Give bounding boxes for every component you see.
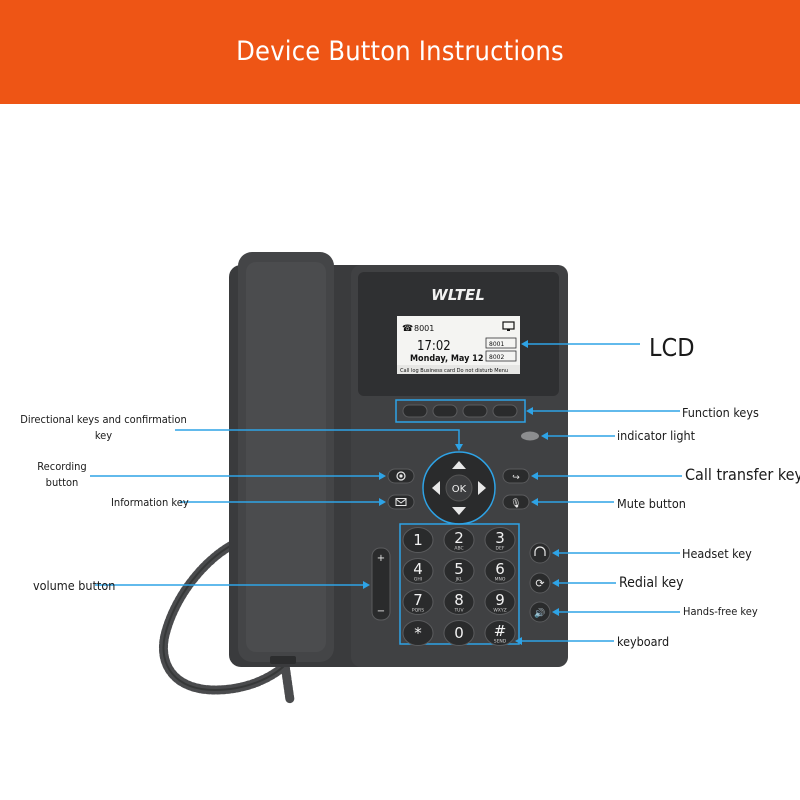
- arrow-up-icon: [452, 461, 466, 469]
- label-hands-free-key: Hands-free key: [683, 605, 758, 618]
- arrow-down-icon: [452, 507, 466, 515]
- label-keyboard: keyboard: [617, 634, 670, 649]
- keypad-digit: 5: [454, 560, 464, 578]
- keypad-digit: *: [414, 624, 422, 642]
- label-information-key: Information key: [111, 496, 189, 509]
- label-mute-button: Mute button: [617, 496, 686, 511]
- label-indicator-light: indicator light: [617, 428, 695, 443]
- label-call-transfer-key: Call transfer key: [685, 465, 800, 484]
- lcd-extension: 8001: [414, 324, 434, 333]
- lcd-softkey-labels: Call log Business card Do not disturb Me…: [400, 368, 508, 374]
- keypad-key-0[interactable]: 0: [443, 620, 475, 646]
- indicator-light: [521, 431, 539, 441]
- keypad-letters: WXYZ: [493, 608, 506, 614]
- redial-icon: ⟳: [535, 577, 544, 590]
- speaker-icon: 🔊: [534, 607, 545, 619]
- keypad-digit: 6: [495, 560, 505, 578]
- lcd-line-2: 8002: [489, 354, 504, 361]
- message-icon: [395, 498, 407, 506]
- keypad-digit: 9: [495, 591, 505, 609]
- label-volume-button: volume button: [33, 578, 116, 593]
- headset-icon: [534, 546, 546, 556]
- label-recording-line-2: button: [45, 476, 79, 489]
- lcd-line-1: 8001: [489, 341, 504, 348]
- keypad-letters: MNO: [495, 577, 506, 583]
- function-keys[interactable]: [402, 404, 518, 418]
- lcd-screen: ☎ 8001 17:02 Monday, May 12 8001 8002 Ca…: [397, 316, 520, 374]
- mute-icon: 🎙: [510, 498, 521, 509]
- keypad-digit: 0: [454, 624, 464, 642]
- label-lcd: LCD: [649, 333, 695, 362]
- label-recording-line-1: Recording: [37, 460, 87, 473]
- keypad-digit: 2: [454, 529, 464, 547]
- keypad-letters: JKL: [455, 577, 463, 583]
- ok-button: [445, 474, 473, 502]
- keypad-digit: 1: [413, 531, 423, 549]
- label-directional-keys-line-2: key: [94, 429, 113, 442]
- label-function-keys: Function keys: [682, 405, 759, 420]
- header-banner: Device Button Instructions: [0, 0, 800, 104]
- keypad-digit: 4: [413, 560, 423, 578]
- volume-rocker: [371, 547, 391, 621]
- extension-icon: ☎: [402, 324, 413, 334]
- keypad-digit: 7: [413, 591, 423, 609]
- record-icon: [396, 471, 406, 481]
- volume-minus-icon: −: [377, 606, 385, 617]
- arrow-right-icon: [478, 481, 486, 495]
- navigation-cluster[interactable]: OK: [422, 451, 496, 525]
- label-redial-key: Redial key: [619, 575, 684, 591]
- ok-label: OK: [452, 484, 467, 495]
- brand-logo: WLTEL: [431, 286, 485, 304]
- arrow-left-icon: [432, 481, 440, 495]
- keypad-letters: TUV: [453, 608, 464, 614]
- label-headset-key: Headset key: [682, 546, 752, 561]
- label-directional-keys-line-1: Directional keys and confirmation: [20, 413, 187, 426]
- lcd-time: 17:02: [417, 339, 451, 354]
- keypad-letters: GHI: [414, 577, 422, 583]
- transfer-icon: ↪: [512, 473, 520, 483]
- page-title: Device Button Instructions: [236, 36, 564, 67]
- hands-free-key: [529, 601, 551, 623]
- callout-lines: [90, 340, 682, 645]
- keypad-letters: DEF: [496, 546, 505, 552]
- redial-key: [529, 572, 551, 594]
- keypad-digit: #: [494, 622, 507, 640]
- mute-button: [502, 494, 530, 510]
- volume-plus-icon: +: [377, 553, 385, 564]
- keypad-key-star[interactable]: *: [402, 620, 434, 646]
- keypad-key-1[interactable]: 1: [402, 527, 434, 553]
- headset-key: [529, 542, 551, 564]
- keypad-digit: 3: [495, 529, 505, 547]
- keypad-key-hash[interactable]: #SEND: [484, 620, 516, 646]
- keypad-letters: PQRS: [412, 608, 424, 614]
- keypad-letters: ABC: [454, 546, 463, 552]
- call-transfer-key: [502, 468, 530, 484]
- lcd-date: Monday, May 12: [410, 354, 483, 364]
- keypad-letters: SEND: [494, 639, 507, 645]
- keypad-digit: 8: [454, 591, 464, 609]
- information-key: [387, 494, 415, 510]
